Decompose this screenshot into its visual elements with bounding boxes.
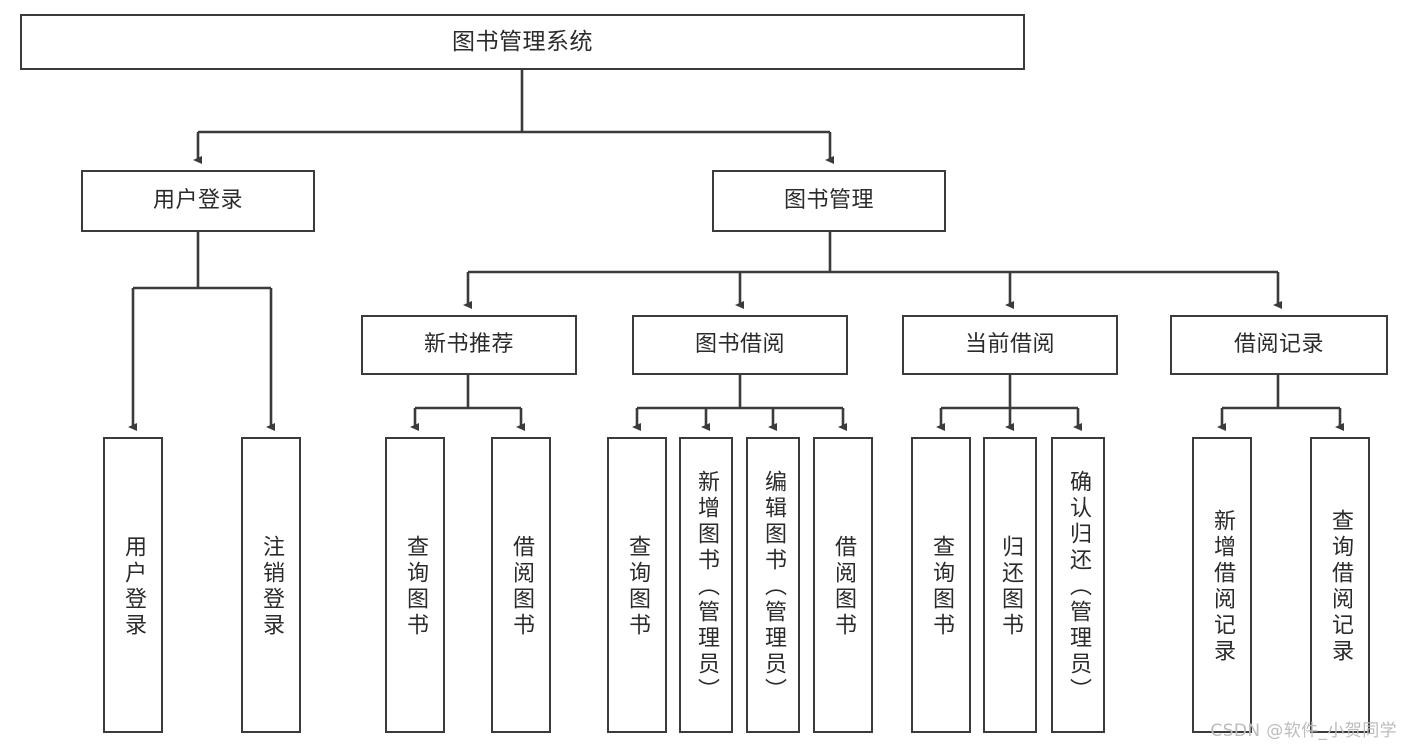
node-label: 查询借阅记录	[1328, 509, 1353, 665]
node-label: 查询图书	[403, 535, 428, 639]
leaf-current-return-book[interactable]: 归还图书	[983, 437, 1037, 733]
node-new-book-recommend[interactable]: 新书推荐	[361, 315, 577, 375]
node-book-borrow[interactable]: 图书借阅	[632, 315, 848, 375]
node-label: 归还图书	[998, 535, 1023, 639]
leaf-recommend-borrow-book[interactable]: 借阅图书	[491, 437, 551, 733]
leaf-user-logout[interactable]: 注销登录	[241, 437, 301, 733]
leaf-borrow-borrow-book[interactable]: 借阅图书	[813, 437, 873, 733]
node-label: 当前借阅	[964, 332, 1055, 358]
node-label: 查询图书	[929, 535, 954, 639]
node-label: 新增借阅记录	[1210, 509, 1235, 665]
leaf-current-confirm-return[interactable]: 确认归还（管理员）	[1051, 437, 1105, 733]
node-current-borrow[interactable]: 当前借阅	[902, 315, 1118, 375]
leaf-current-query-book[interactable]: 查询图书	[911, 437, 971, 733]
node-label: 借阅图书	[509, 535, 534, 639]
leaf-user-login[interactable]: 用户登录	[103, 437, 163, 733]
node-user-login[interactable]: 用户登录	[81, 170, 315, 232]
node-root-system[interactable]: 图书管理系统	[20, 14, 1025, 70]
node-label: 图书管理	[783, 188, 874, 214]
leaf-record-add-record[interactable]: 新增借阅记录	[1192, 437, 1252, 733]
node-label: 编辑图书（管理员）	[761, 470, 786, 704]
leaf-recommend-query-book[interactable]: 查询图书	[385, 437, 445, 733]
node-label: 借阅图书	[831, 535, 856, 639]
node-label: 用户登录	[152, 188, 243, 214]
leaf-borrow-add-book[interactable]: 新增图书（管理员）	[679, 437, 733, 733]
node-label: 借阅记录	[1233, 332, 1324, 358]
leaf-record-query-record[interactable]: 查询借阅记录	[1310, 437, 1370, 733]
node-label: 查询图书	[625, 535, 650, 639]
node-label: 确认归还（管理员）	[1066, 470, 1091, 704]
node-label: 图书管理系统	[452, 28, 593, 55]
leaf-borrow-query-book[interactable]: 查询图书	[607, 437, 667, 733]
node-book-management[interactable]: 图书管理	[712, 170, 946, 232]
leaf-borrow-edit-book[interactable]: 编辑图书（管理员）	[746, 437, 800, 733]
csdn-watermark: CSDN @软件_小贺同学	[1210, 721, 1397, 741]
node-label: 图书借阅	[694, 332, 785, 358]
node-label: 注销登录	[259, 535, 284, 639]
node-label: 用户登录	[121, 535, 146, 639]
node-label: 新书推荐	[423, 332, 514, 358]
node-label: 新增图书（管理员）	[694, 470, 719, 704]
node-borrow-record[interactable]: 借阅记录	[1170, 315, 1388, 375]
